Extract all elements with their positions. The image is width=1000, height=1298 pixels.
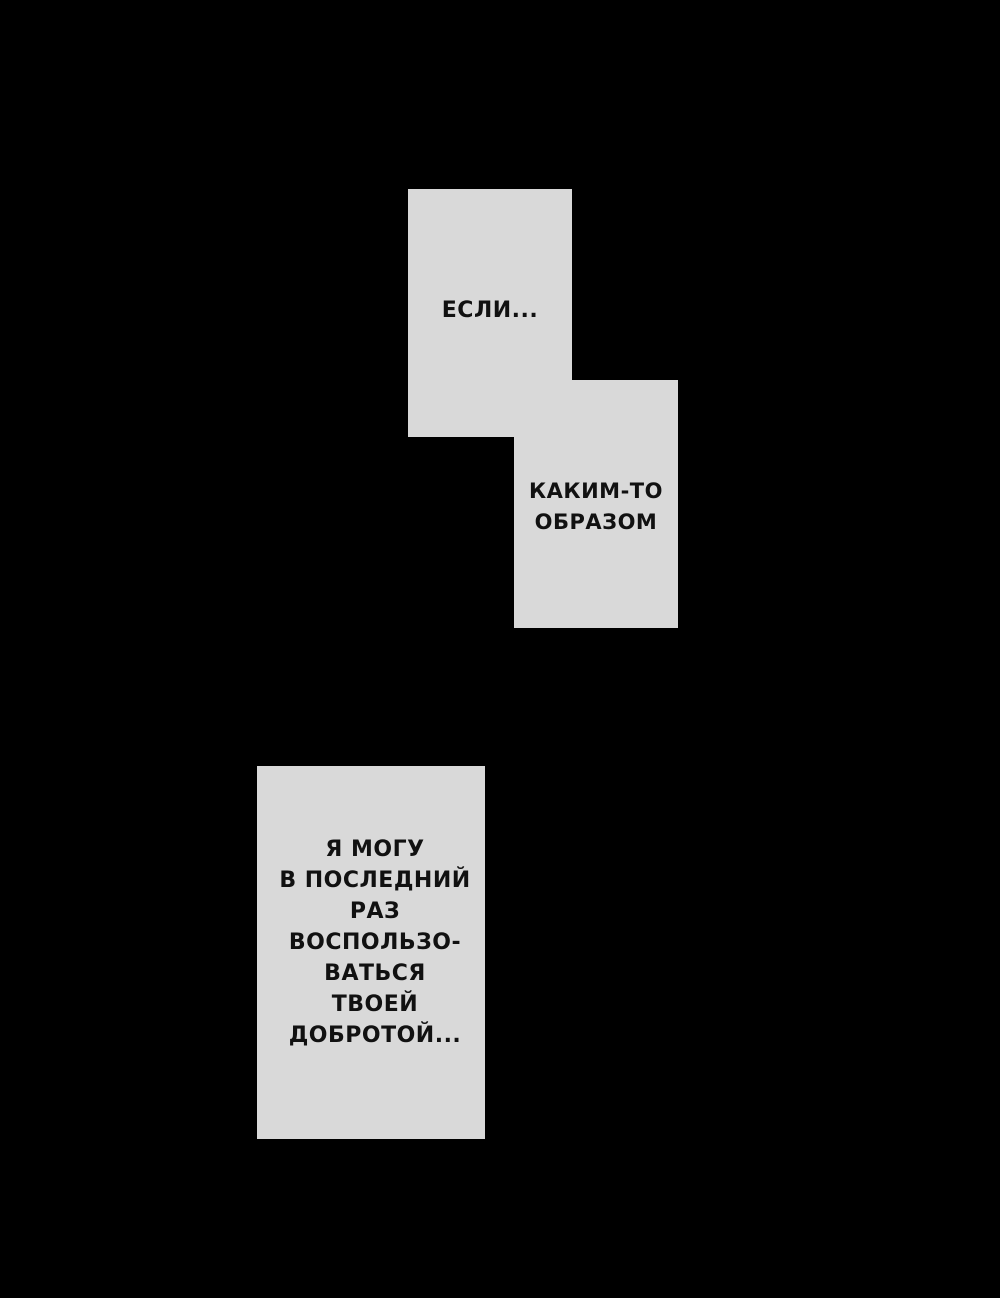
caption-3-line-3: РАЗ — [349, 899, 401, 924]
caption-text-2: КАКИМ-ТО ОБРАЗОМ — [514, 476, 678, 538]
caption-3-line-6: ТВОЕЙ — [331, 992, 419, 1017]
caption-3-line-1: Я МОГУ — [325, 837, 425, 862]
caption-3-line-7: ДОБРОТОЙ... — [288, 1023, 462, 1048]
caption-3-line-4: ВОСПОЛЬЗО- — [288, 930, 462, 955]
caption-box-3 — [257, 766, 485, 1139]
caption-2-line-1: КАКИМ-ТО — [529, 479, 663, 503]
caption-3-line-5: ВАТЬСЯ — [324, 961, 426, 986]
caption-2-line-2: ОБРАЗОМ — [534, 510, 658, 534]
caption-text-3: Я МОГУ В ПОСЛЕДНИЙ РАЗ ВОСПОЛЬЗО- ВАТЬСЯ… — [257, 834, 493, 1051]
caption-text-1: ЕСЛИ... — [408, 296, 572, 326]
caption-box-2 — [514, 380, 678, 628]
caption-3-line-2: В ПОСЛЕДНИЙ — [279, 868, 471, 893]
caption-1-line-1: ЕСЛИ... — [441, 298, 539, 323]
